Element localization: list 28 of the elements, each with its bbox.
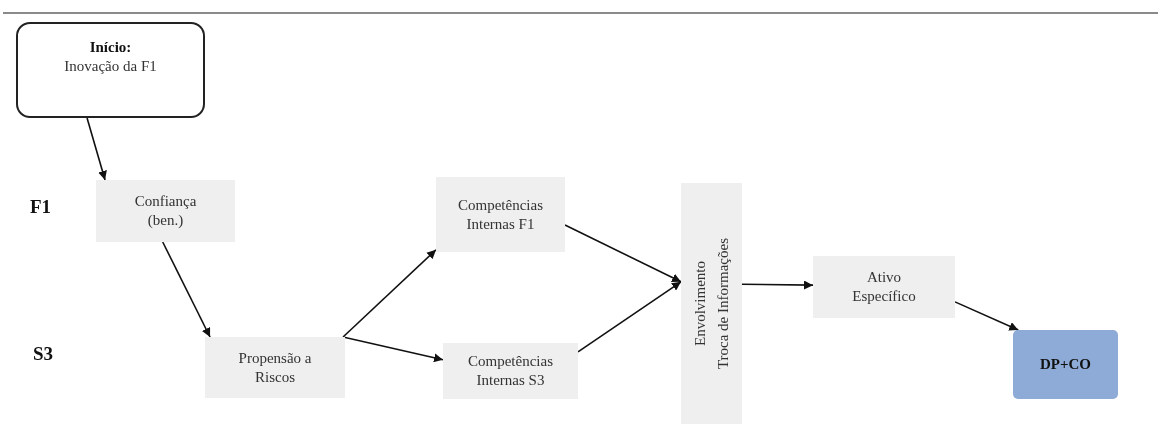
arrow <box>342 248 437 338</box>
process-box <box>813 256 955 318</box>
box-text: Competências Internas S3 <box>467 352 554 390</box>
box-text: Ativo Específico <box>851 268 917 306</box>
box-text: Propensão a Riscos <box>237 348 313 387</box>
row-label: F1 <box>30 196 52 218</box>
process-box <box>681 183 742 424</box>
arrow <box>564 224 682 283</box>
result-box <box>1013 330 1118 399</box>
box-text: Envolvimento <box>690 261 709 346</box>
box-text: DP+CO <box>1039 355 1091 374</box>
arrow <box>161 241 211 338</box>
box-text: Competências Internas F1 <box>457 195 544 234</box>
process-box <box>443 343 578 399</box>
start-box <box>16 22 205 118</box>
arrow <box>577 281 682 353</box>
row-label: S3 <box>33 343 54 365</box>
arrow <box>741 280 814 290</box>
box-text: Confiança (ben.) <box>133 192 198 230</box>
process-box <box>96 180 235 242</box>
box-text: Inovação da F1 <box>64 56 157 76</box>
arrow <box>86 117 107 181</box>
process-box <box>205 337 345 398</box>
box-heading: Início: <box>89 38 132 57</box>
box-text: Troca de Informações <box>713 237 732 370</box>
process-box <box>436 177 565 252</box>
arrow <box>954 301 1020 331</box>
arrow <box>342 336 444 363</box>
